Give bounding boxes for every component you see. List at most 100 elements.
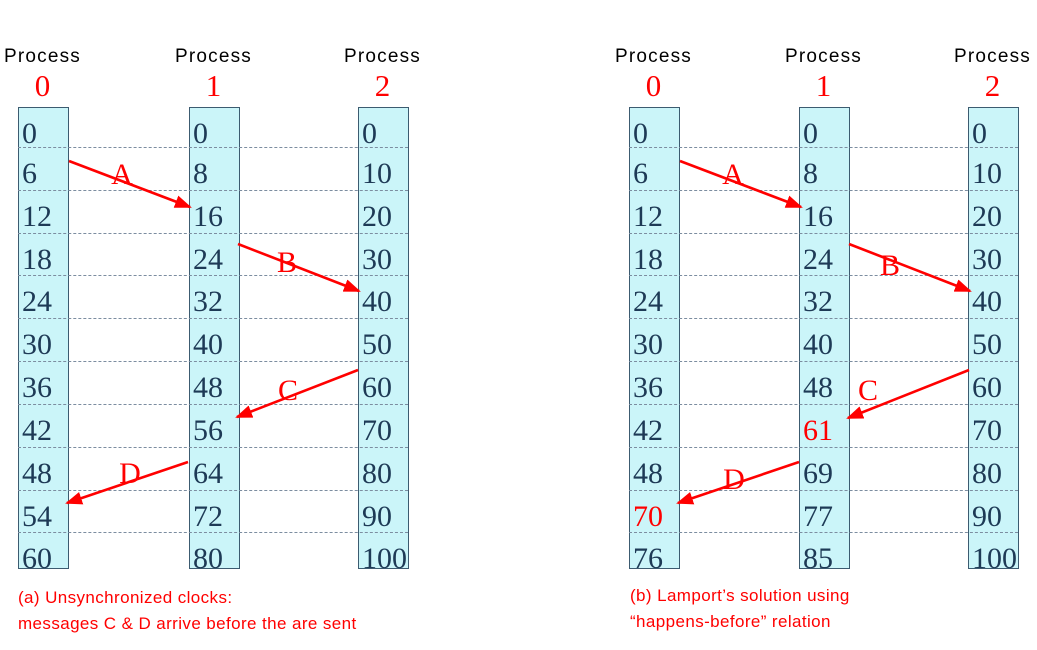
gridline-a-0 bbox=[18, 147, 408, 148]
clock-value-b0-r5: 30 bbox=[633, 328, 663, 361]
message-arrow-b-C bbox=[846, 368, 970, 420]
clock-value-b1-r2: 16 bbox=[803, 200, 833, 233]
caption-b: (b) Lamport’s solution using “happens-be… bbox=[630, 583, 850, 635]
clock-value-a1-r6: 48 bbox=[193, 371, 223, 404]
clock-value-b1-r3: 24 bbox=[803, 243, 833, 276]
clock-value-a1-r3: 24 bbox=[193, 243, 223, 276]
clock-value-b2-r2: 20 bbox=[972, 200, 1002, 233]
timeline-column-a0 bbox=[18, 107, 69, 569]
clock-value-a0-r3: 18 bbox=[22, 243, 52, 276]
clock-value-b2-r3: 30 bbox=[972, 243, 1002, 276]
message-arrow-b-B bbox=[848, 242, 972, 293]
process-id-b2: 2 bbox=[984, 68, 1001, 103]
process-header-label-b2: Process bbox=[953, 46, 1032, 67]
gridline-a-7 bbox=[18, 447, 408, 448]
gridline-a-3 bbox=[18, 275, 408, 276]
clock-value-a0-r1: 6 bbox=[22, 157, 37, 190]
clock-value-b0-r3: 18 bbox=[633, 243, 663, 276]
gridline-b-1 bbox=[629, 190, 1018, 191]
gridline-a-5 bbox=[18, 361, 408, 362]
gridline-b-8 bbox=[629, 490, 1018, 491]
message-label-b-D: D bbox=[723, 463, 745, 496]
process-header-label-a0: Process bbox=[3, 46, 82, 67]
clock-value-a1-r10: 80 bbox=[193, 542, 223, 575]
caption-b-line2: “happens-before” relation bbox=[630, 612, 831, 631]
timeline-column-b2 bbox=[968, 107, 1019, 569]
clock-value-a0-r6: 36 bbox=[22, 371, 52, 404]
clock-value-a0-r4: 24 bbox=[22, 285, 52, 318]
clock-value-b0-r9: 70 bbox=[633, 500, 663, 533]
process-id-b1: 1 bbox=[815, 68, 832, 103]
clock-value-a0-r2: 12 bbox=[22, 200, 52, 233]
clock-value-a2-r7: 70 bbox=[362, 414, 392, 447]
clock-value-b2-r7: 70 bbox=[972, 414, 1002, 447]
clock-value-b1-r5: 40 bbox=[803, 328, 833, 361]
clock-value-b1-r1: 8 bbox=[803, 157, 818, 190]
process-header-label-b1: Process bbox=[784, 46, 863, 67]
clock-value-a0-r5: 30 bbox=[22, 328, 52, 361]
clock-value-a2-r5: 50 bbox=[362, 328, 392, 361]
clock-value-a1-r1: 8 bbox=[193, 157, 208, 190]
message-label-a-C: C bbox=[278, 374, 298, 407]
clock-value-b1-r10: 85 bbox=[803, 542, 833, 575]
clock-value-a1-r7: 56 bbox=[193, 414, 223, 447]
process-header-label-b0: Process bbox=[614, 46, 693, 67]
clock-value-b1-r8: 69 bbox=[803, 457, 833, 490]
gridline-a-1 bbox=[18, 190, 408, 191]
timeline-column-b1 bbox=[799, 107, 850, 569]
clock-value-a0-r9: 54 bbox=[22, 500, 52, 533]
clock-value-b0-r0: 0 bbox=[633, 117, 648, 150]
clock-value-b0-r10: 76 bbox=[633, 542, 663, 575]
clock-value-a0-r7: 42 bbox=[22, 414, 52, 447]
clock-value-a1-r5: 40 bbox=[193, 328, 223, 361]
clock-value-a1-r4: 32 bbox=[193, 285, 223, 318]
clock-value-a2-r10: 100 bbox=[362, 542, 407, 575]
gridline-b-0 bbox=[629, 147, 1018, 148]
clock-value-a2-r2: 20 bbox=[362, 200, 392, 233]
clock-value-a0-r0: 0 bbox=[22, 117, 37, 150]
gridline-b-5 bbox=[629, 361, 1018, 362]
clock-value-b2-r9: 90 bbox=[972, 500, 1002, 533]
clock-value-b0-r2: 12 bbox=[633, 200, 663, 233]
clock-value-b1-r9: 77 bbox=[803, 500, 833, 533]
gridline-a-6 bbox=[18, 404, 408, 405]
clock-value-b0-r7: 42 bbox=[633, 414, 663, 447]
gridline-a-8 bbox=[18, 490, 408, 491]
gridline-b-3 bbox=[629, 275, 1018, 276]
caption-a-line2: messages C & D arrive before the are sen… bbox=[18, 614, 357, 633]
clock-value-b2-r4: 40 bbox=[972, 285, 1002, 318]
message-arrow-a-A bbox=[68, 159, 192, 209]
clock-value-a2-r0: 0 bbox=[362, 117, 377, 150]
clock-value-b0-r4: 24 bbox=[633, 285, 663, 318]
clock-value-a1-r9: 72 bbox=[193, 500, 223, 533]
clock-value-b1-r7: 61 bbox=[803, 414, 833, 447]
clock-value-b0-r6: 36 bbox=[633, 371, 663, 404]
gridline-b-4 bbox=[629, 318, 1018, 319]
clock-value-b1-r4: 32 bbox=[803, 285, 833, 318]
timeline-column-a2 bbox=[358, 107, 409, 569]
clock-value-b1-r6: 48 bbox=[803, 371, 833, 404]
message-arrow-b-D bbox=[676, 460, 800, 505]
message-label-a-A: A bbox=[111, 158, 133, 191]
timeline-column-a1 bbox=[189, 107, 240, 569]
process-id-a0: 0 bbox=[34, 68, 51, 103]
clock-value-b1-r0: 0 bbox=[803, 117, 818, 150]
clock-value-a1-r0: 0 bbox=[193, 117, 208, 150]
timeline-column-b0 bbox=[629, 107, 680, 569]
message-label-b-B: B bbox=[880, 249, 900, 282]
caption-b-line1: (b) Lamport’s solution using bbox=[630, 586, 850, 605]
gridline-b-6 bbox=[629, 404, 1018, 405]
message-arrow-a-B bbox=[237, 242, 361, 293]
caption-a: (a) Unsynchronized clocks: messages C & … bbox=[18, 585, 357, 637]
clock-value-b2-r8: 80 bbox=[972, 457, 1002, 490]
message-arrow-a-D bbox=[65, 460, 189, 505]
gridline-b-7 bbox=[629, 447, 1018, 448]
clock-value-a1-r2: 16 bbox=[193, 200, 223, 233]
clock-value-b2-r1: 10 bbox=[972, 157, 1002, 190]
clock-value-b2-r10: 100 bbox=[972, 542, 1017, 575]
clock-value-a2-r6: 60 bbox=[362, 371, 392, 404]
message-arrow-b-A bbox=[679, 159, 803, 209]
caption-a-line1: (a) Unsynchronized clocks: bbox=[18, 588, 233, 607]
clock-value-b2-r5: 50 bbox=[972, 328, 1002, 361]
